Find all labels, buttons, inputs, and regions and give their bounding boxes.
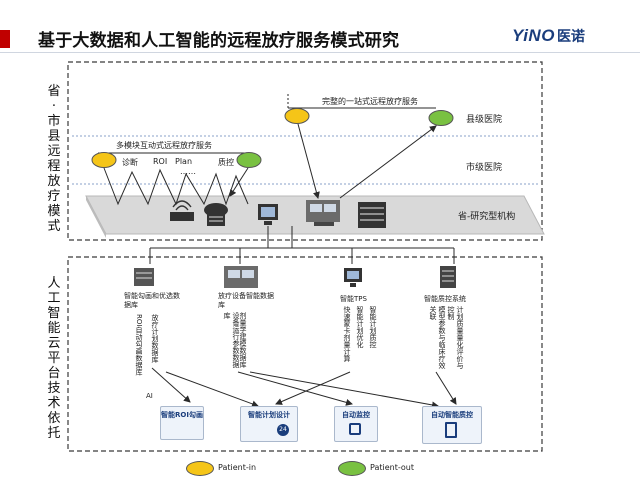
step-diagnosis: 诊断 (122, 158, 138, 167)
db3-desc-c: 智能计划质控 (369, 306, 377, 348)
onestop-in-arrow (297, 123, 320, 199)
qc-arrow (229, 167, 249, 197)
level-center: 省-研究型机构 (458, 212, 516, 222)
server-rack-icon (358, 202, 386, 228)
step-plan: Plan (175, 157, 193, 166)
onestop-out-arrow (339, 125, 437, 199)
router-icon (170, 200, 194, 221)
level-county: 县级医院 (466, 115, 503, 125)
output-plan-label: 智能计划设计 (248, 411, 290, 419)
legend-patient-in-label: Patient-in (218, 463, 257, 472)
arrow-db1-roi (151, 367, 191, 403)
db4-desc-b: 计划质量量化评价与控制 (447, 306, 464, 369)
database-icon-4 (440, 266, 456, 288)
top-side-label: 省·市县远程放疗模式 (47, 84, 61, 234)
output-monitor-label: 自动监控 (342, 411, 370, 419)
legend-patient-out-swatch (338, 461, 366, 476)
step-roi: ROI (153, 157, 168, 166)
page-title: 基于大数据和人工智能的远程放疗服务模式研究 (38, 31, 400, 51)
arrow-db1-plan (165, 371, 259, 408)
bottom-panel-frame (67, 256, 543, 452)
cloud-server-icon (204, 203, 228, 226)
database-icon-3 (344, 268, 362, 287)
patient-out-oval-onestop (428, 110, 454, 126)
microscope-icon (349, 423, 361, 435)
output-monitor-card: 自动监控 (334, 406, 378, 442)
workstation-icon (258, 204, 278, 225)
db2-desc-a: 剂量学建模数据库 (239, 312, 247, 368)
logo-cn: 医诺 (556, 28, 585, 44)
output-qc-card: 自动智能质控 (422, 406, 482, 444)
db1-desc-b: ROI自动勾画数据库 (135, 314, 143, 376)
db1-title: 智能勾画和优选数据库 (124, 292, 180, 309)
arrow-tps-plan (275, 371, 351, 405)
legend-patient-in-swatch (186, 461, 214, 476)
output-roi-card: 智能ROI勾画 (160, 406, 204, 440)
document-icon (445, 422, 457, 438)
legend-patient-out-label: Patient-out (370, 463, 414, 472)
title-divider (0, 52, 640, 53)
level-city: 市级医院 (466, 163, 503, 173)
db4-desc-a: 模型参数与临床疗效关联 (429, 306, 446, 369)
patient-out-oval-multimodule (236, 152, 262, 168)
output-roi-label: 智能ROI勾画 (161, 411, 203, 419)
ai-label: AI (146, 392, 153, 400)
clock-24-icon: 24 (277, 424, 289, 436)
multimodule-zigzag (103, 167, 249, 206)
database-icon-1 (134, 268, 154, 286)
patient-in-oval-onestop (284, 108, 310, 124)
step-qc: 质控 (218, 158, 234, 167)
db2-title: 放疗设备智能数据库 (218, 292, 274, 309)
top-panel-frame (67, 61, 543, 241)
database-icon-2 (224, 266, 258, 288)
logo-text: YiNO (512, 26, 555, 45)
db4-title: 智能质控系统 (424, 295, 466, 303)
step-dots: …… (180, 167, 196, 176)
bottom-side-label: 人工智能云平台技术依托 (47, 276, 61, 441)
title-accent-bar (0, 30, 10, 48)
patient-in-oval-multimodule (91, 152, 117, 168)
arrow-db2-monitor (237, 371, 353, 406)
db2-desc-b: 设备运行参数数据库 (223, 312, 240, 368)
arrow-qcsys-qc (435, 371, 457, 405)
output-qc-label: 自动智能质控 (431, 411, 473, 419)
db3-title: 智能TPS (340, 295, 367, 303)
db1-desc-a: 放疗计划数据库 (151, 314, 159, 363)
output-plan-card: 智能计划设计 24 (240, 406, 298, 442)
onestop-label: 完整的一站式远程放疗服务 (322, 97, 418, 106)
db3-desc-b: 智能计划优化 (356, 306, 364, 348)
arrow-db2-qc (249, 371, 439, 409)
platform-edge (86, 196, 106, 238)
db3-desc-a: 快速蒙卡剂量计算 (343, 306, 351, 362)
multimodule-label: 多模块互动式远程放疗服务 (116, 141, 212, 150)
linac-icon (306, 200, 340, 226)
